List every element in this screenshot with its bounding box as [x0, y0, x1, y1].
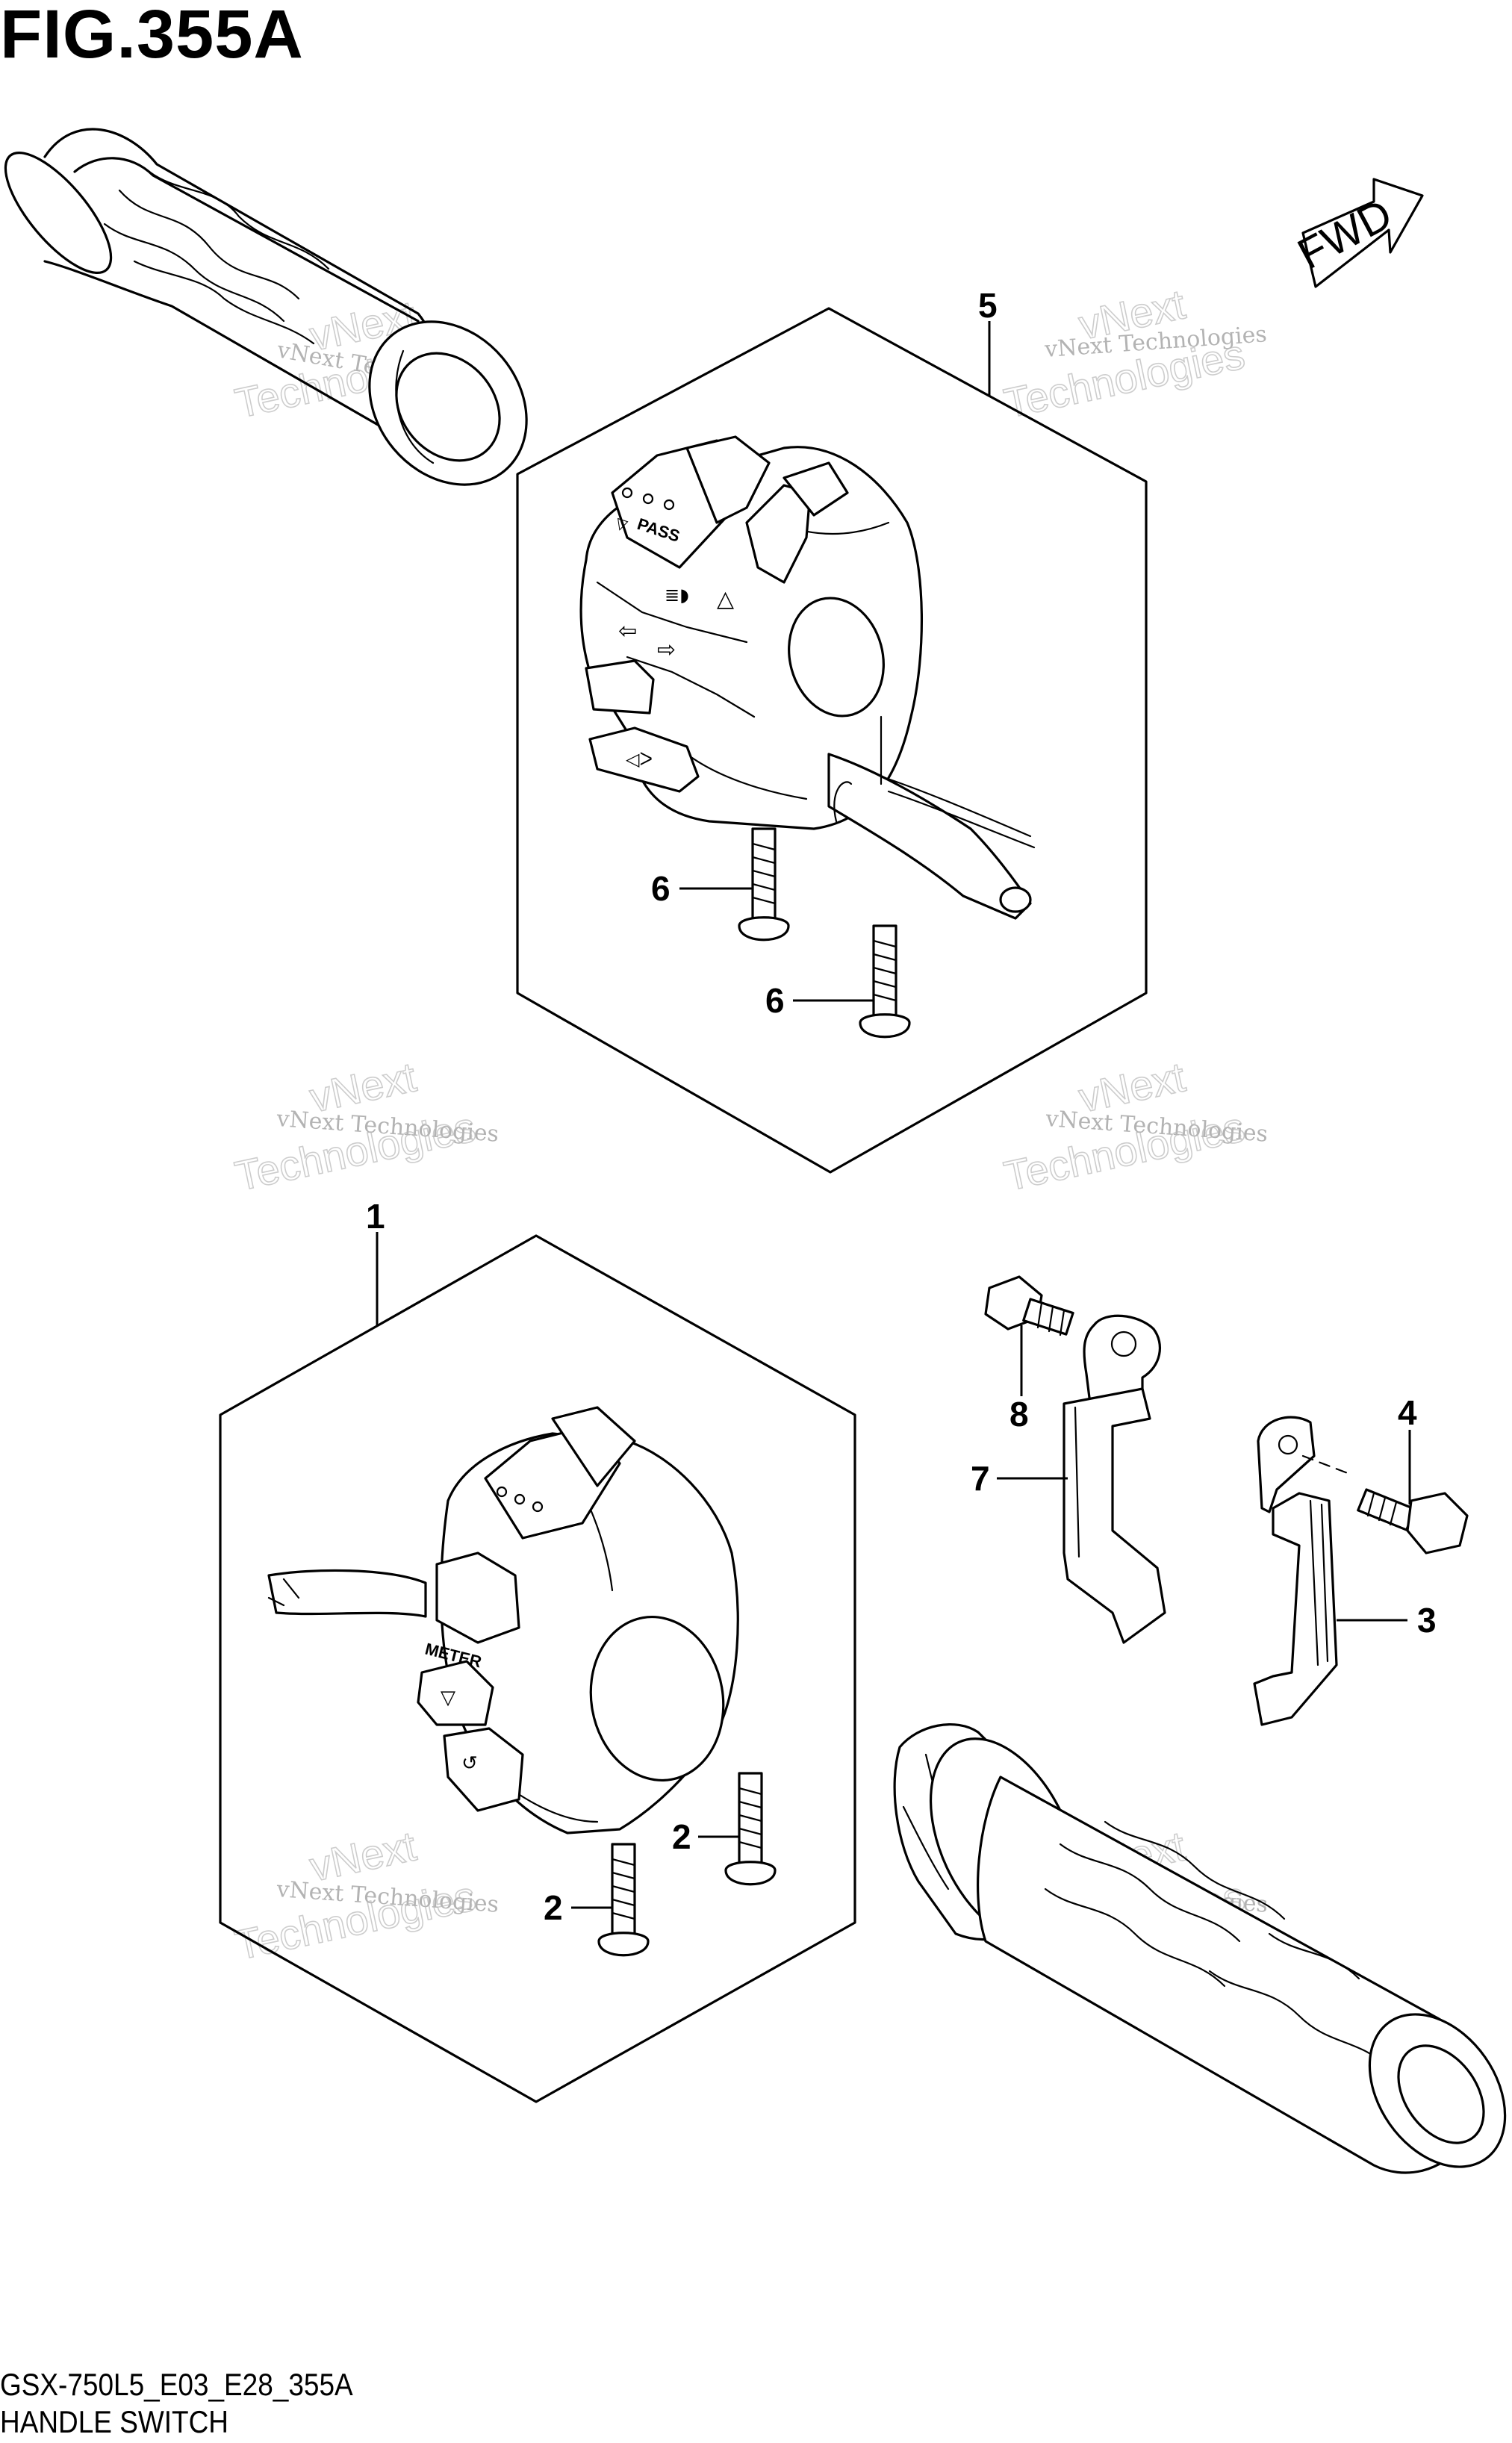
screw-2a [724, 1772, 777, 1886]
diagram-name: HANDLE SWITCH [0, 2404, 228, 2439]
callout-7: 7 [971, 1459, 990, 1498]
headlight-icon: ≣◗ [665, 585, 689, 606]
callout-3: 3 [1417, 1601, 1437, 1640]
screw-2b [597, 1843, 650, 1957]
watermark-mid-right: vNext Technologies vNext Technologies [1000, 1052, 1269, 1200]
callout-5: 5 [978, 286, 998, 325]
screw-6a [738, 827, 790, 942]
left-handlebar-grip [4, 128, 528, 486]
turn-right-icon: ⇨ [657, 637, 676, 663]
watermark-bottom-left: vNext Technologies vNext Technologies [231, 1821, 500, 1969]
starter-icon: ↺ [461, 1752, 478, 1775]
watermark-mid-left: vNext Technologies vNext Technologies [231, 1052, 500, 1200]
callout-4: 4 [1398, 1393, 1417, 1432]
svg-text:vNext: vNext [305, 1053, 420, 1121]
callout-2a: 2 [672, 1817, 691, 1856]
left-handle-switch-assembly: PASS ▽ △ ≣◗ ⇦ ⇨ ◁ᐳ [579, 435, 1036, 920]
watermark-top-right: vNext Technologies vNext Technologies [1000, 279, 1268, 427]
callout-6b: 6 [765, 981, 785, 1020]
bolt-8 [984, 1275, 1074, 1336]
hazard-icon: △ [717, 586, 734, 612]
horn-icon: ◁ᐳ [626, 749, 653, 770]
callout-2b: 2 [544, 1888, 563, 1927]
turn-left-icon: ⇦ [618, 618, 637, 644]
fwd-arrow-icon: FWD [1290, 178, 1424, 288]
right-handle-switch-assembly: METER ▽ ↺ [267, 1406, 739, 1834]
bracket-7 [1063, 1314, 1166, 1644]
figure-title: FIG.355A [0, 0, 304, 72]
svg-text:vNext: vNext [305, 1822, 420, 1890]
diagram-code: GSX-750L5_E03_E28_355A [0, 2367, 353, 2402]
callout-1: 1 [366, 1197, 385, 1236]
down-arrow-icon: ▽ [441, 1687, 455, 1709]
right-throttle-grip [893, 1723, 1507, 2174]
part-1-outline [219, 1234, 856, 2103]
callout-8: 8 [1009, 1395, 1029, 1434]
svg-text:vNext: vNext [1074, 1053, 1189, 1121]
bracket-3 [1253, 1416, 1353, 1726]
screw-6b [859, 924, 911, 1039]
bolt-4 [1357, 1488, 1469, 1555]
part-5-outline [516, 307, 1148, 1174]
callout-6a: 6 [651, 869, 671, 908]
